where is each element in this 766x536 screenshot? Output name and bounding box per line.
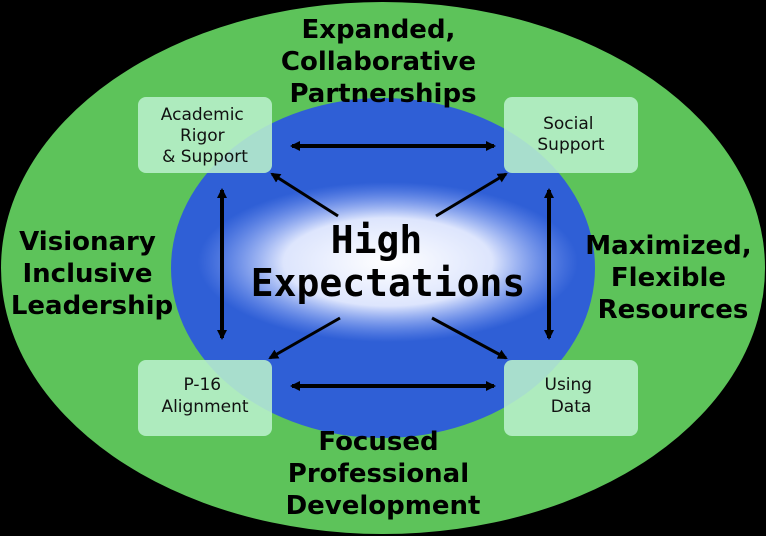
- label-left: Visionary Inclusive Leadership: [11, 227, 173, 321]
- box-label-line: Social: [543, 114, 593, 134]
- center-title-line1: High: [331, 218, 423, 262]
- label-line: Maximized,: [585, 231, 751, 261]
- box-p16-alignment: P-16 Alignment: [138, 360, 272, 436]
- box-label-line: Data: [551, 397, 592, 417]
- label-bottom: Focused Professional Development: [286, 427, 481, 521]
- label-line: Focused: [318, 427, 438, 457]
- label-line: Collaborative: [281, 47, 476, 77]
- center-title: High Expectations: [251, 218, 526, 305]
- svg-text:Academic Rigor & S: Academic Rigor & Support: [161, 105, 249, 167]
- arrow-diagonal-bottom-right: [431, 316, 508, 360]
- svg-text:Social Support: Social Support: [537, 114, 605, 155]
- arrow-diagonal-top-left: [270, 172, 339, 218]
- box-label-line: Rigor: [180, 126, 225, 146]
- label-line: Visionary: [19, 227, 156, 257]
- svg-text:P-16 Alignment: P-16 Alignment: [161, 375, 248, 417]
- box-using-data: Using Data: [504, 360, 638, 436]
- box-label-line: P-16: [183, 375, 221, 395]
- box-label-line: Support: [537, 135, 605, 155]
- label-line: Development: [286, 491, 481, 521]
- label-line: Expanded,: [302, 15, 456, 45]
- box-label-line: Using: [545, 375, 593, 395]
- label-line: Resources: [598, 295, 749, 325]
- center-title-line2: Expectations: [251, 261, 526, 305]
- label-line: Professional: [288, 459, 469, 489]
- label-line: Partnerships: [289, 79, 476, 109]
- box-label-line: & Support: [162, 147, 248, 167]
- label-line: Leadership: [11, 291, 173, 321]
- center-glow: [198, 182, 578, 342]
- box-academic-rigor-support: Academic Rigor & Support: [138, 97, 272, 173]
- label-top: Expanded, Collaborative Partnerships: [281, 15, 485, 109]
- label-line: Flexible: [611, 263, 726, 293]
- svg-text:Using Data: Using Data: [545, 375, 598, 417]
- arrow-diagonal-top-right: [435, 172, 508, 218]
- box-social-support: Social Support: [504, 97, 638, 173]
- box-label-line: Academic: [161, 105, 244, 125]
- label-right: Maximized, Flexible Resources: [585, 231, 760, 325]
- arrow-diagonal-bottom-left: [268, 316, 341, 360]
- label-line: Inclusive: [22, 259, 152, 289]
- box-label-line: Alignment: [161, 397, 248, 417]
